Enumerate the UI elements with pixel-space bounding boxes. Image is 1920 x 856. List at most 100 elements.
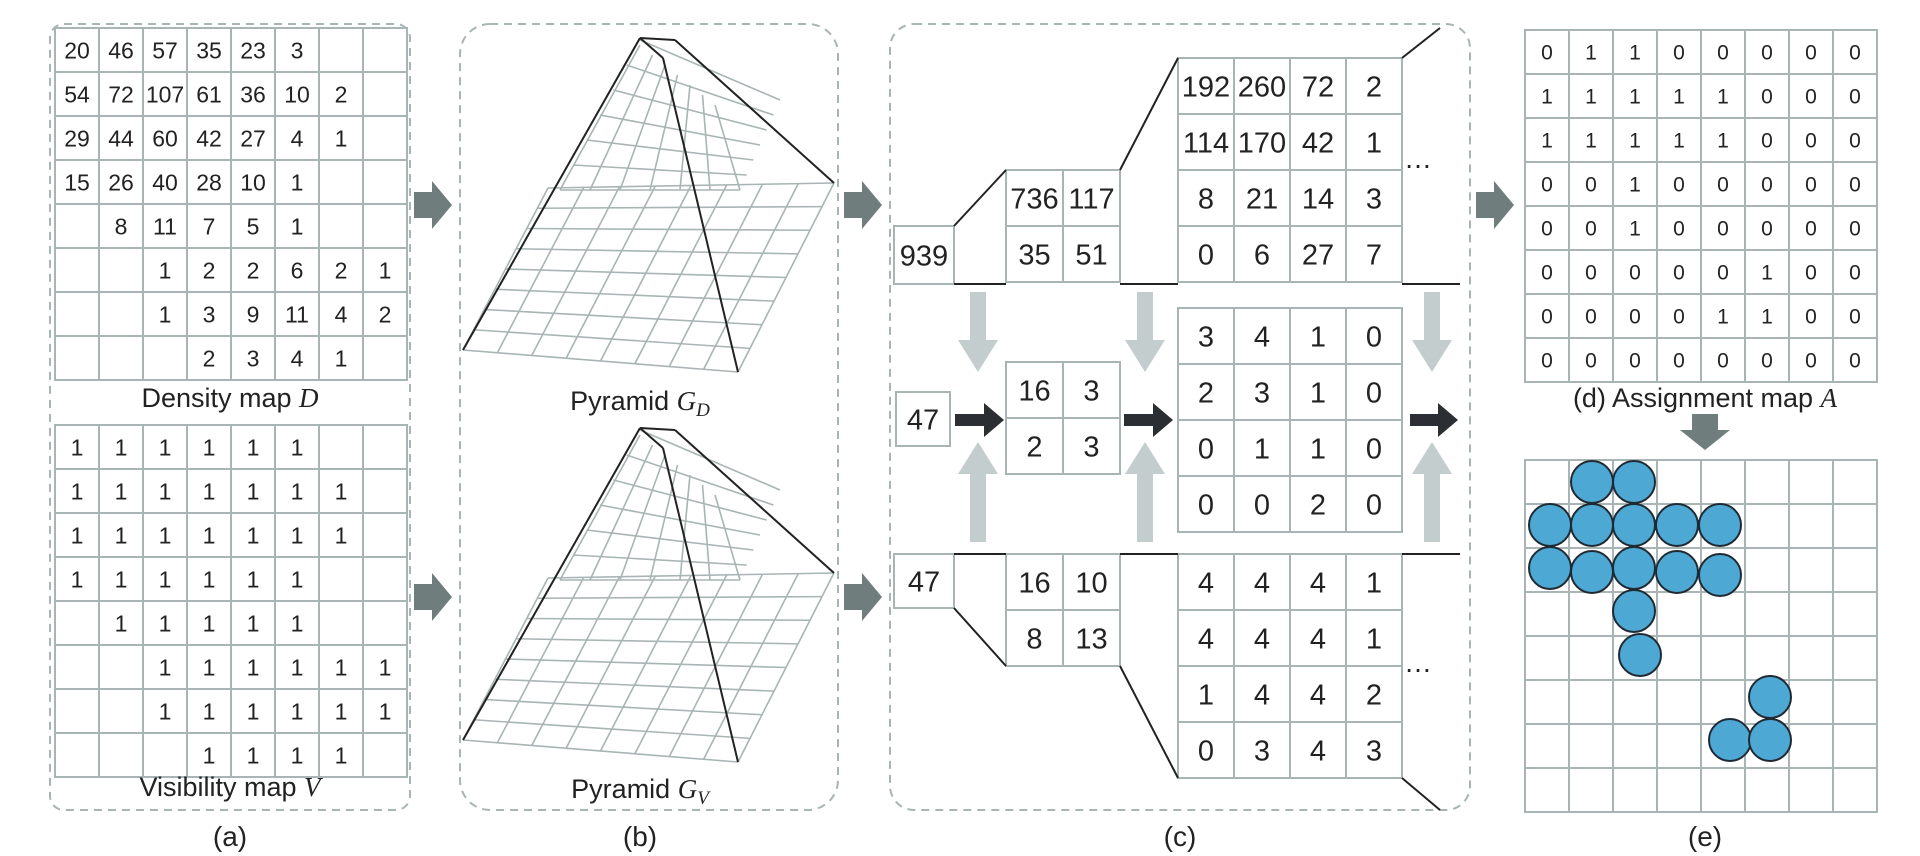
pyramid-grid-line: [613, 89, 767, 131]
pyramid-edge: [462, 37, 641, 351]
assignment-value: 0: [1717, 262, 1729, 285]
result-grid-cell: [1612, 679, 1658, 725]
density-value: 1: [335, 345, 348, 371]
assignment-value: 0: [1673, 350, 1685, 373]
result-grid-cell: [1612, 723, 1658, 769]
visibility-cell: [230, 644, 276, 690]
assignment-value: 1: [1541, 130, 1553, 153]
result-grid-cell: [1568, 679, 1614, 725]
pyramid-gv-caption: Pyramid GV: [571, 774, 711, 809]
result-grid-cell: [1656, 723, 1702, 769]
visibility-value: 1: [159, 698, 172, 724]
bot-level2-value: 1: [1198, 679, 1214, 711]
up-arrow-level0: [958, 442, 998, 542]
mid-level2-cell: [1345, 307, 1403, 365]
pyramid-grid-line: [714, 494, 741, 581]
density-cell: [54, 291, 100, 337]
density-value: 4: [291, 345, 304, 371]
visibility-cell: [318, 512, 364, 558]
result-grid-cell: [1656, 679, 1702, 725]
bot-level2-value: 4: [1310, 623, 1326, 655]
assignment-value: 0: [1585, 262, 1597, 285]
placed-circle: [1655, 503, 1699, 547]
density-value: 46: [108, 37, 134, 63]
assignment-value: 0: [1541, 174, 1553, 197]
visibility-value: 1: [247, 478, 260, 504]
density-value: 2: [335, 257, 348, 283]
panel-a-frame: [49, 23, 411, 811]
assignment-value: 0: [1805, 130, 1817, 153]
assignment-value: 1: [1717, 86, 1729, 109]
density-cell: [318, 115, 364, 161]
result-grid-cell: [1744, 503, 1790, 549]
pyramid-grid-line: [613, 479, 767, 521]
pyramid-edge: [639, 37, 676, 41]
result-grid-cell: [1832, 503, 1878, 549]
pyramid-grid-line: [737, 182, 835, 373]
visibility-cell: [54, 600, 100, 646]
mid-level2-value: 0: [1366, 433, 1382, 465]
top-level2-cell: [1345, 169, 1403, 227]
visibility-map-caption: Visibility map V: [139, 772, 324, 802]
bot-level1-cell: [1062, 553, 1121, 611]
placed-circle: [1612, 460, 1656, 504]
mid-level2-value: 0: [1198, 433, 1214, 465]
pyramid-outline: [953, 607, 1007, 667]
density-cell: [274, 203, 320, 249]
bot-level2-value: 4: [1198, 567, 1214, 599]
visibility-value: 1: [115, 566, 128, 592]
visibility-cell: [362, 688, 408, 734]
visibility-cell: [318, 644, 364, 690]
top-level2-cell: [1177, 225, 1235, 283]
assignment-value: 0: [1849, 86, 1861, 109]
visibility-cell: [54, 688, 100, 734]
density-value: 54: [64, 81, 90, 107]
top-level2-value: 1: [1366, 127, 1382, 159]
result-grid-cell: [1524, 591, 1570, 637]
density-value: 42: [196, 125, 222, 151]
assignment-cell: [1700, 293, 1746, 339]
result-grid-cell: [1700, 767, 1746, 813]
pyramid-grid-line: [639, 39, 781, 101]
assignment-value: 0: [1761, 350, 1773, 373]
top-level2-value: 6: [1254, 239, 1270, 271]
density-value: 23: [240, 37, 266, 63]
visibility-value: 1: [247, 654, 260, 680]
mid-level2-cell: [1289, 475, 1347, 533]
density-value: 57: [152, 37, 178, 63]
assignment-value: 0: [1541, 218, 1553, 241]
pyramid-outline: [953, 169, 1007, 227]
density-value: 35: [196, 37, 222, 63]
assignment-cell: [1788, 161, 1834, 207]
bot-level2-cell: [1233, 553, 1291, 611]
result-grid-cell: [1788, 591, 1834, 637]
density-value: 61: [196, 81, 222, 107]
panel-e-label: (e): [1688, 821, 1722, 852]
pyramid-grid-line: [702, 573, 799, 760]
placed-circle: [1612, 546, 1656, 590]
panel-a-label: (a): [213, 821, 247, 852]
pyramid-grid-line: [634, 574, 728, 755]
result-grid-cell: [1832, 459, 1878, 505]
visibility-cell: [98, 688, 144, 734]
placed-circle: [1698, 503, 1742, 547]
top-level2-cell: [1177, 169, 1235, 227]
visibility-value: 1: [203, 566, 216, 592]
result-grid-cell: [1744, 591, 1790, 637]
assignment-value: 0: [1673, 174, 1685, 197]
top-level2-value: 21: [1246, 183, 1278, 215]
density-value: 2: [379, 301, 392, 327]
visibility-cell: [54, 644, 100, 690]
placed-circle: [1570, 503, 1614, 547]
top-level0-value: 939: [900, 240, 948, 272]
density-value: 7: [203, 213, 216, 239]
result-grid-cell: [1524, 723, 1570, 769]
pyramid-grid-line: [679, 474, 691, 581]
visibility-value: 1: [247, 698, 260, 724]
pyramid-grid-line: [526, 617, 811, 622]
panel-c-frame: [889, 23, 1471, 811]
visibility-cell: [54, 468, 100, 514]
mid-level2-value: 2: [1310, 489, 1326, 521]
visibility-cell: [230, 556, 276, 602]
